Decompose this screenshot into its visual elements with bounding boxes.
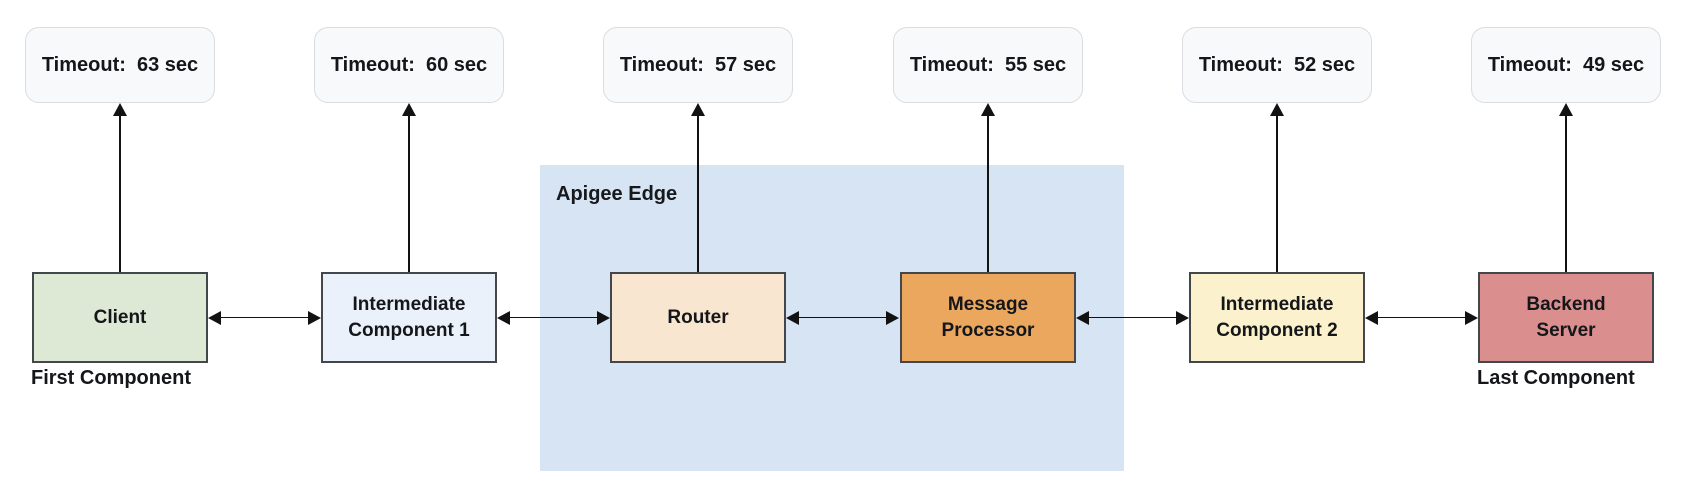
node-box-backend-server: Backend Server: [1478, 272, 1654, 363]
arrow-up-intermediate-component-2-timeout: [1182, 103, 1372, 272]
node-box-client: Client: [32, 272, 208, 363]
arrow-up-client-timeout: [25, 103, 215, 272]
arrowhead-left-icon: [208, 310, 221, 325]
node-label: Client: [93, 306, 147, 328]
arrowhead-right-icon: [1176, 310, 1189, 325]
timeout-label: Timeout: 57 sec: [619, 53, 777, 76]
arrowhead-left-icon: [1365, 310, 1378, 325]
node-label: Router: [667, 306, 729, 328]
node-box-message-processor: Message Processor: [900, 272, 1076, 363]
arrowhead-up-icon: [402, 103, 416, 116]
timeout-label: Timeout: 60 sec: [330, 53, 488, 76]
column-intermediate-component-2: Timeout: 52 sec Intermediate Component 2: [1182, 0, 1372, 496]
timeout-box-client: Timeout: 63 sec: [25, 27, 215, 103]
node-box-intermediate-component-2: Intermediate Component 2: [1189, 272, 1365, 363]
caption-first-component: First Component: [31, 367, 191, 389]
timeout-label: Timeout: 52 sec: [1198, 53, 1356, 76]
arrow-intermediate-1-router: [497, 310, 610, 325]
timeout-label: Timeout: 49 sec: [1487, 53, 1645, 76]
caption-last-component: Last Component: [1477, 367, 1635, 389]
apigee-edge-label: Apigee Edge: [556, 183, 678, 205]
arrowhead-right-icon: [886, 310, 899, 325]
arrow-intermediate-2-backend: [1365, 310, 1478, 325]
node-label: Intermediate Component 2: [1216, 294, 1338, 341]
arrow-router-message-processor: [786, 310, 899, 325]
column-client: Timeout: 63 sec Client First Component: [25, 0, 215, 496]
arrow-up-intermediate-component-1-timeout: [314, 103, 504, 272]
column-backend-server: Timeout: 49 sec Backend Server Last Comp…: [1471, 0, 1661, 496]
arrow-up-router-timeout: [603, 103, 793, 272]
arrowhead-left-icon: [1076, 310, 1089, 325]
arrow-client-intermediate-1: [208, 310, 321, 325]
arrowhead-up-icon: [1559, 103, 1573, 116]
timeout-label: Timeout: 63 sec: [41, 53, 199, 76]
arrowhead-left-icon: [497, 310, 510, 325]
arrow-up-backend-server-timeout: [1471, 103, 1661, 272]
node-label: Backend Server: [1526, 294, 1606, 341]
node-box-intermediate-component-1: Intermediate Component 1: [321, 272, 497, 363]
timeout-box-message-processor: Timeout: 55 sec: [893, 27, 1083, 103]
arrowhead-right-icon: [308, 310, 321, 325]
arrowhead-left-icon: [786, 310, 799, 325]
arrowhead-right-icon: [597, 310, 610, 325]
arrowhead-up-icon: [981, 103, 995, 116]
timeout-box-intermediate-component-1: Timeout: 60 sec: [314, 27, 504, 103]
column-message-processor: Timeout: 55 sec Message Processor: [893, 0, 1083, 496]
timeout-box-router: Timeout: 57 sec: [603, 27, 793, 103]
timeout-box-intermediate-component-2: Timeout: 52 sec: [1182, 27, 1372, 103]
timeout-label: Timeout: 55 sec: [909, 53, 1067, 76]
arrowhead-right-icon: [1465, 310, 1478, 325]
arrowhead-up-icon: [691, 103, 705, 116]
node-box-router: Router: [610, 272, 786, 363]
arrow-up-message-processor-timeout: [893, 103, 1083, 272]
node-label: Message Processor: [941, 294, 1035, 341]
node-label: Intermediate Component 1: [348, 294, 470, 341]
arrowhead-up-icon: [1270, 103, 1284, 116]
arrow-message-processor-intermediate-2: [1076, 310, 1189, 325]
column-router: Timeout: 57 sec Router: [603, 0, 793, 496]
arrowhead-up-icon: [113, 103, 127, 116]
timeout-box-backend-server: Timeout: 49 sec: [1471, 27, 1661, 103]
column-intermediate-component-1: Timeout: 60 sec Intermediate Component 1: [314, 0, 504, 496]
